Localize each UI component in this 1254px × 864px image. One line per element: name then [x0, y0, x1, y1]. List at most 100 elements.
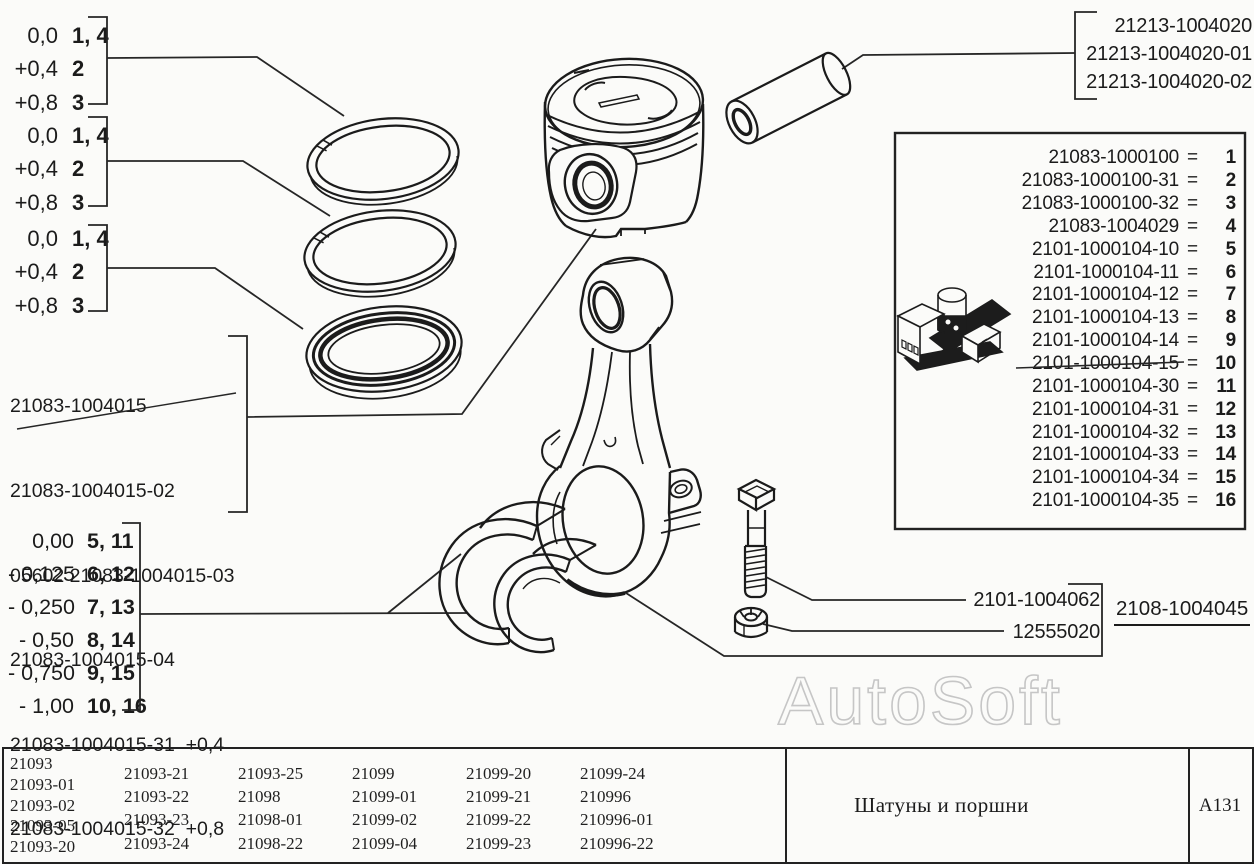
position-number: 15: [1215, 467, 1236, 489]
model-number: 21099-22: [466, 810, 532, 830]
part-number: 2101-1000104-10: [1031, 238, 1179, 260]
part-number: 2101-1000104-35: [1031, 490, 1179, 512]
piston: [543, 57, 705, 239]
position-number: 7: [1225, 284, 1237, 306]
part-number: 21213-1004020: [1114, 15, 1252, 37]
part-number: 21083-1000100-31: [1021, 170, 1180, 192]
part-number: 2101-1000104-15: [1031, 353, 1179, 375]
piston-pin: [725, 51, 852, 145]
equals-sign: =: [1187, 238, 1198, 260]
model-column: 21099-20 21099-21 21099-22 21099-23: [466, 762, 531, 855]
position-number: 10: [1215, 353, 1236, 375]
position-refs: 1, 4: [72, 225, 109, 251]
part-number: 2101-1000104-13: [1031, 307, 1179, 329]
model-column: 21093-21 21093-22 21093-23 21093-24: [124, 762, 189, 855]
part-number: 21083-1004015-31 +0,4: [10, 733, 225, 756]
legend-row: 2101-1000104-10=5: [896, 238, 1244, 261]
model-number: 21093-23: [124, 810, 190, 830]
position-number: 2: [1225, 170, 1237, 192]
model-number: 21093-05: [10, 816, 76, 836]
part-number: 21083-1004029: [1048, 215, 1179, 237]
size-offset: - 0,50: [19, 628, 74, 652]
part-number: 2101-1000104-32: [1031, 421, 1179, 443]
equals-sign: =: [1187, 215, 1198, 237]
sheet-title: Шатуны и поршни: [854, 793, 1029, 817]
size-offset: - 0,750: [8, 661, 75, 685]
legend-row: 2101-1000104-33=14: [896, 444, 1244, 467]
footer-divider: [1188, 749, 1190, 862]
part-number: 05602 21083-1004015-03: [10, 564, 235, 587]
compression-ring-1: [306, 117, 460, 206]
legend-row: 2101-1000104-32=13: [896, 421, 1244, 444]
model-number: 21093-25: [238, 764, 304, 783]
model-number: 21093-21: [124, 764, 190, 783]
legend-row: 21083-1000100-31=2: [896, 170, 1244, 193]
equals-sign: =: [1187, 467, 1198, 489]
position-number: 11: [1216, 375, 1236, 397]
model-number: 21099-02: [352, 810, 418, 830]
part-number: 21083-1000100-32: [1021, 193, 1180, 215]
model-number: 21093-02: [10, 795, 76, 815]
model-number: 210996: [580, 787, 631, 807]
position-number: 8: [1225, 307, 1237, 329]
position-refs: 10, 16: [87, 694, 147, 718]
legend-row: 2101-1000104-35=16: [896, 490, 1244, 513]
model-column: 21093-25 21098 21098-01 21098-22: [238, 762, 303, 855]
position-refs: 7, 13: [87, 595, 135, 619]
model-column: 21093 21093-01 21093-02 21093-05 21093-2…: [10, 754, 75, 858]
part-number: 21213-1004020-01: [1086, 43, 1252, 65]
legend-row: 2101-1000104-30 = 11: [896, 375, 1244, 398]
position-refs: 9, 15: [87, 661, 135, 685]
equals-sign: =: [1187, 375, 1198, 397]
size-offset: 0,0: [27, 225, 58, 251]
equals-sign: =: [1187, 284, 1198, 306]
position-refs: 2: [72, 259, 85, 285]
footer-table: 21093 21093-01 21093-02 21093-05 21093-2…: [2, 747, 1254, 864]
equals-sign: =: [1187, 490, 1198, 512]
equals-sign: =: [1187, 193, 1198, 215]
legend-row: 2101-1000104-34=15: [896, 467, 1244, 490]
gap-row: 0,0 1, 4: [8, 222, 109, 256]
legend-row: 21083-1000100=1: [896, 147, 1244, 170]
equals-sign: =: [1187, 330, 1198, 352]
legend-table: 21083-1000100=1 21083-1000100-31=2 21083…: [896, 147, 1244, 513]
position-number: 1: [1225, 147, 1237, 169]
connecting-rod: [535, 256, 702, 598]
part-number: 2101-1000104-11: [1033, 261, 1179, 283]
size-offset: - 0,125: [8, 562, 75, 586]
nut-callout: 12555020: [1012, 621, 1101, 643]
rod-nut: [733, 606, 769, 639]
assembly-callout-wrap: 2108-1004045: [1114, 597, 1251, 626]
model-number: 21099-23: [466, 833, 532, 853]
position-number: 14: [1215, 444, 1236, 466]
piston-rings: [303, 117, 463, 400]
bolt-callout: 2101-1004062: [973, 589, 1100, 611]
position-refs: 3: [72, 189, 85, 215]
model-number: 21093-01: [10, 774, 76, 794]
legend-row: 2101-1000104-14=9: [896, 330, 1244, 353]
legend-row: 2101-1000104-11=6: [896, 261, 1244, 284]
position-refs: 2: [72, 156, 85, 182]
footer-divider: [785, 749, 787, 862]
part-number: 21083-1004015-02: [10, 480, 175, 503]
model-number: 21099-01: [352, 787, 418, 807]
model-number: 21098: [238, 787, 281, 807]
size-offset: +0,8: [14, 292, 58, 318]
legend-row: 21083-1004029=4: [896, 216, 1244, 239]
part-number: 2101-1000104-30: [1031, 375, 1179, 397]
model-number: 21093-24: [124, 833, 190, 853]
part-number: 2101-1000104-31: [1031, 398, 1179, 420]
equals-sign: =: [1187, 444, 1198, 466]
size-row: - 0,750 9, 15: [8, 657, 147, 690]
part-number: 2101-1000104-12: [1031, 284, 1179, 306]
rod-bolt: [736, 478, 777, 599]
part-number: 21213-1004020-02: [1086, 71, 1252, 93]
